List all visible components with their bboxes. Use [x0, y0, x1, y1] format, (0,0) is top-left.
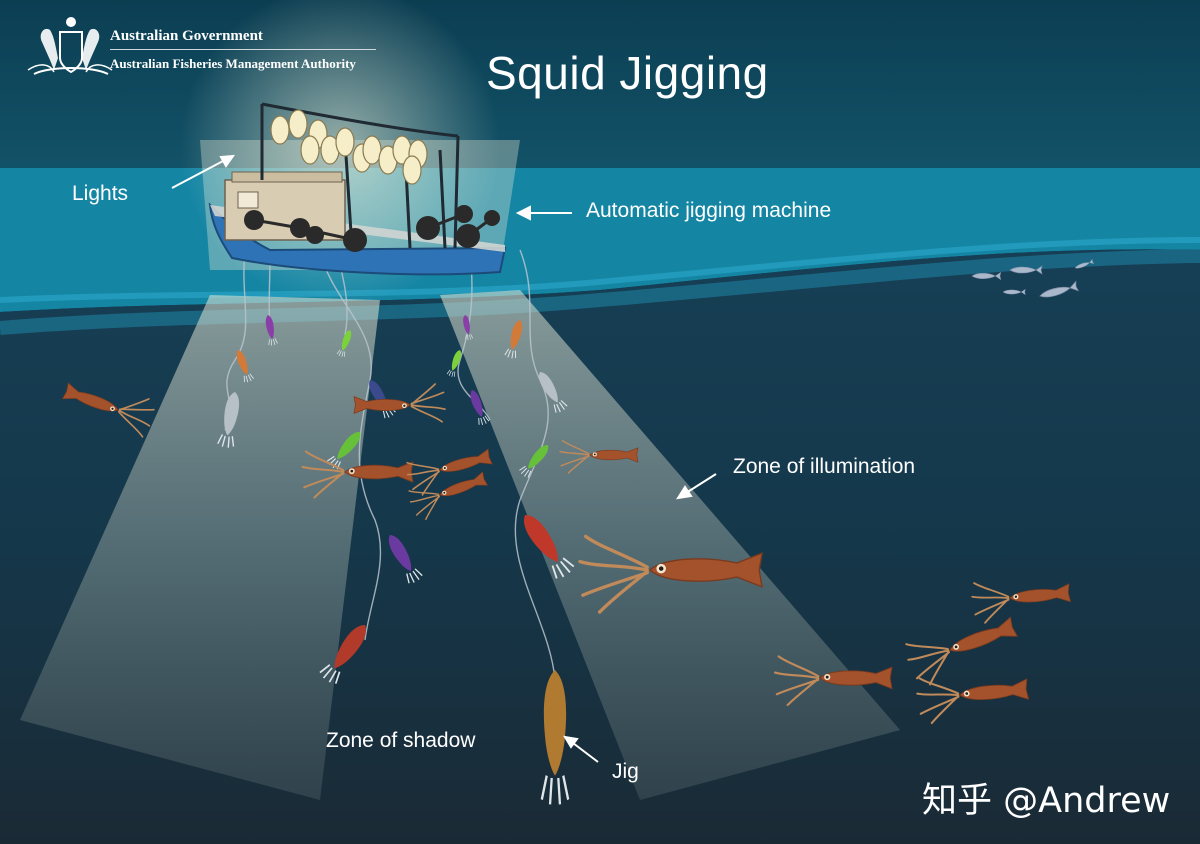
annotation-arrows	[171, 154, 717, 763]
label-automatic-jigging-machine: Automatic jigging machine	[586, 199, 832, 222]
label-zone-of-illumination: Zone of illumination	[733, 455, 916, 478]
label-lights: Lights	[72, 182, 129, 205]
coat-of-arms-logo	[27, 17, 113, 75]
boat	[208, 102, 507, 276]
government-divider	[110, 49, 376, 50]
label-jig: Jig	[612, 760, 639, 783]
watermark: 知乎 @Andrew	[922, 781, 1171, 821]
label-zone-of-shadow: Zone of shadow	[326, 729, 476, 752]
agency-name: Australian Fisheries Management Authorit…	[110, 56, 356, 71]
government-name: Australian Government	[110, 28, 263, 44]
page-title: Squid Jigging	[486, 47, 769, 99]
